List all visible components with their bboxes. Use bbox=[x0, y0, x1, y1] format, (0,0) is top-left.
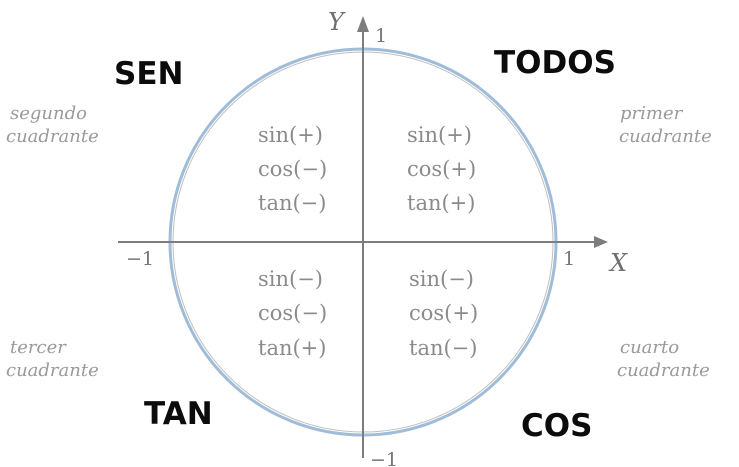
q3-cos-sign: cos(−) bbox=[258, 301, 327, 325]
quadrant-4-label-line2: cuadrante bbox=[617, 360, 710, 381]
quadrant-1-label-line2: cuadrante bbox=[619, 126, 712, 147]
quadrant-3-label-line1: tercer bbox=[10, 337, 67, 358]
q2-cos-sign: cos(−) bbox=[258, 157, 327, 181]
q3-tan-sign: tan(+) bbox=[258, 336, 326, 360]
quadrant-2-label-line1: segundo bbox=[10, 103, 87, 124]
quadrant-3-label-line2: cuadrante bbox=[6, 360, 99, 381]
q1-tan-sign: tan(+) bbox=[407, 191, 475, 215]
y-axis-label: Y bbox=[328, 8, 346, 36]
quadrant-2-label-line2: cuadrante bbox=[6, 126, 99, 147]
q4-tan-sign: tan(−) bbox=[409, 336, 477, 360]
quadrant-4-label-line1: cuarto bbox=[620, 337, 679, 358]
quadrant-1-label-line1: primer bbox=[620, 103, 684, 124]
q1-cos-sign: cos(+) bbox=[407, 157, 476, 181]
q4-cos-sign: cos(+) bbox=[409, 301, 478, 325]
q4-sin-sign: sin(−) bbox=[409, 267, 474, 291]
quadrant-2-word: SEN bbox=[114, 56, 183, 92]
x-axis-label: X bbox=[608, 249, 628, 277]
q2-sin-sign: sin(+) bbox=[258, 123, 323, 147]
q2-tan-sign: tan(−) bbox=[258, 191, 326, 215]
x-positive-tick: 1 bbox=[563, 248, 575, 270]
x-axis-arrow bbox=[594, 236, 608, 248]
quadrant-4-word: COS bbox=[521, 408, 592, 444]
q3-sin-sign: sin(−) bbox=[258, 267, 323, 291]
x-negative-tick: −1 bbox=[126, 248, 154, 270]
y-positive-tick: 1 bbox=[375, 25, 387, 47]
quadrant-1-word: TODOS bbox=[494, 45, 616, 81]
y-negative-tick: −1 bbox=[370, 449, 398, 467]
q1-sin-sign: sin(+) bbox=[407, 123, 472, 147]
y-axis-arrow bbox=[357, 16, 369, 32]
quadrant-3-word: TAN bbox=[144, 396, 213, 432]
